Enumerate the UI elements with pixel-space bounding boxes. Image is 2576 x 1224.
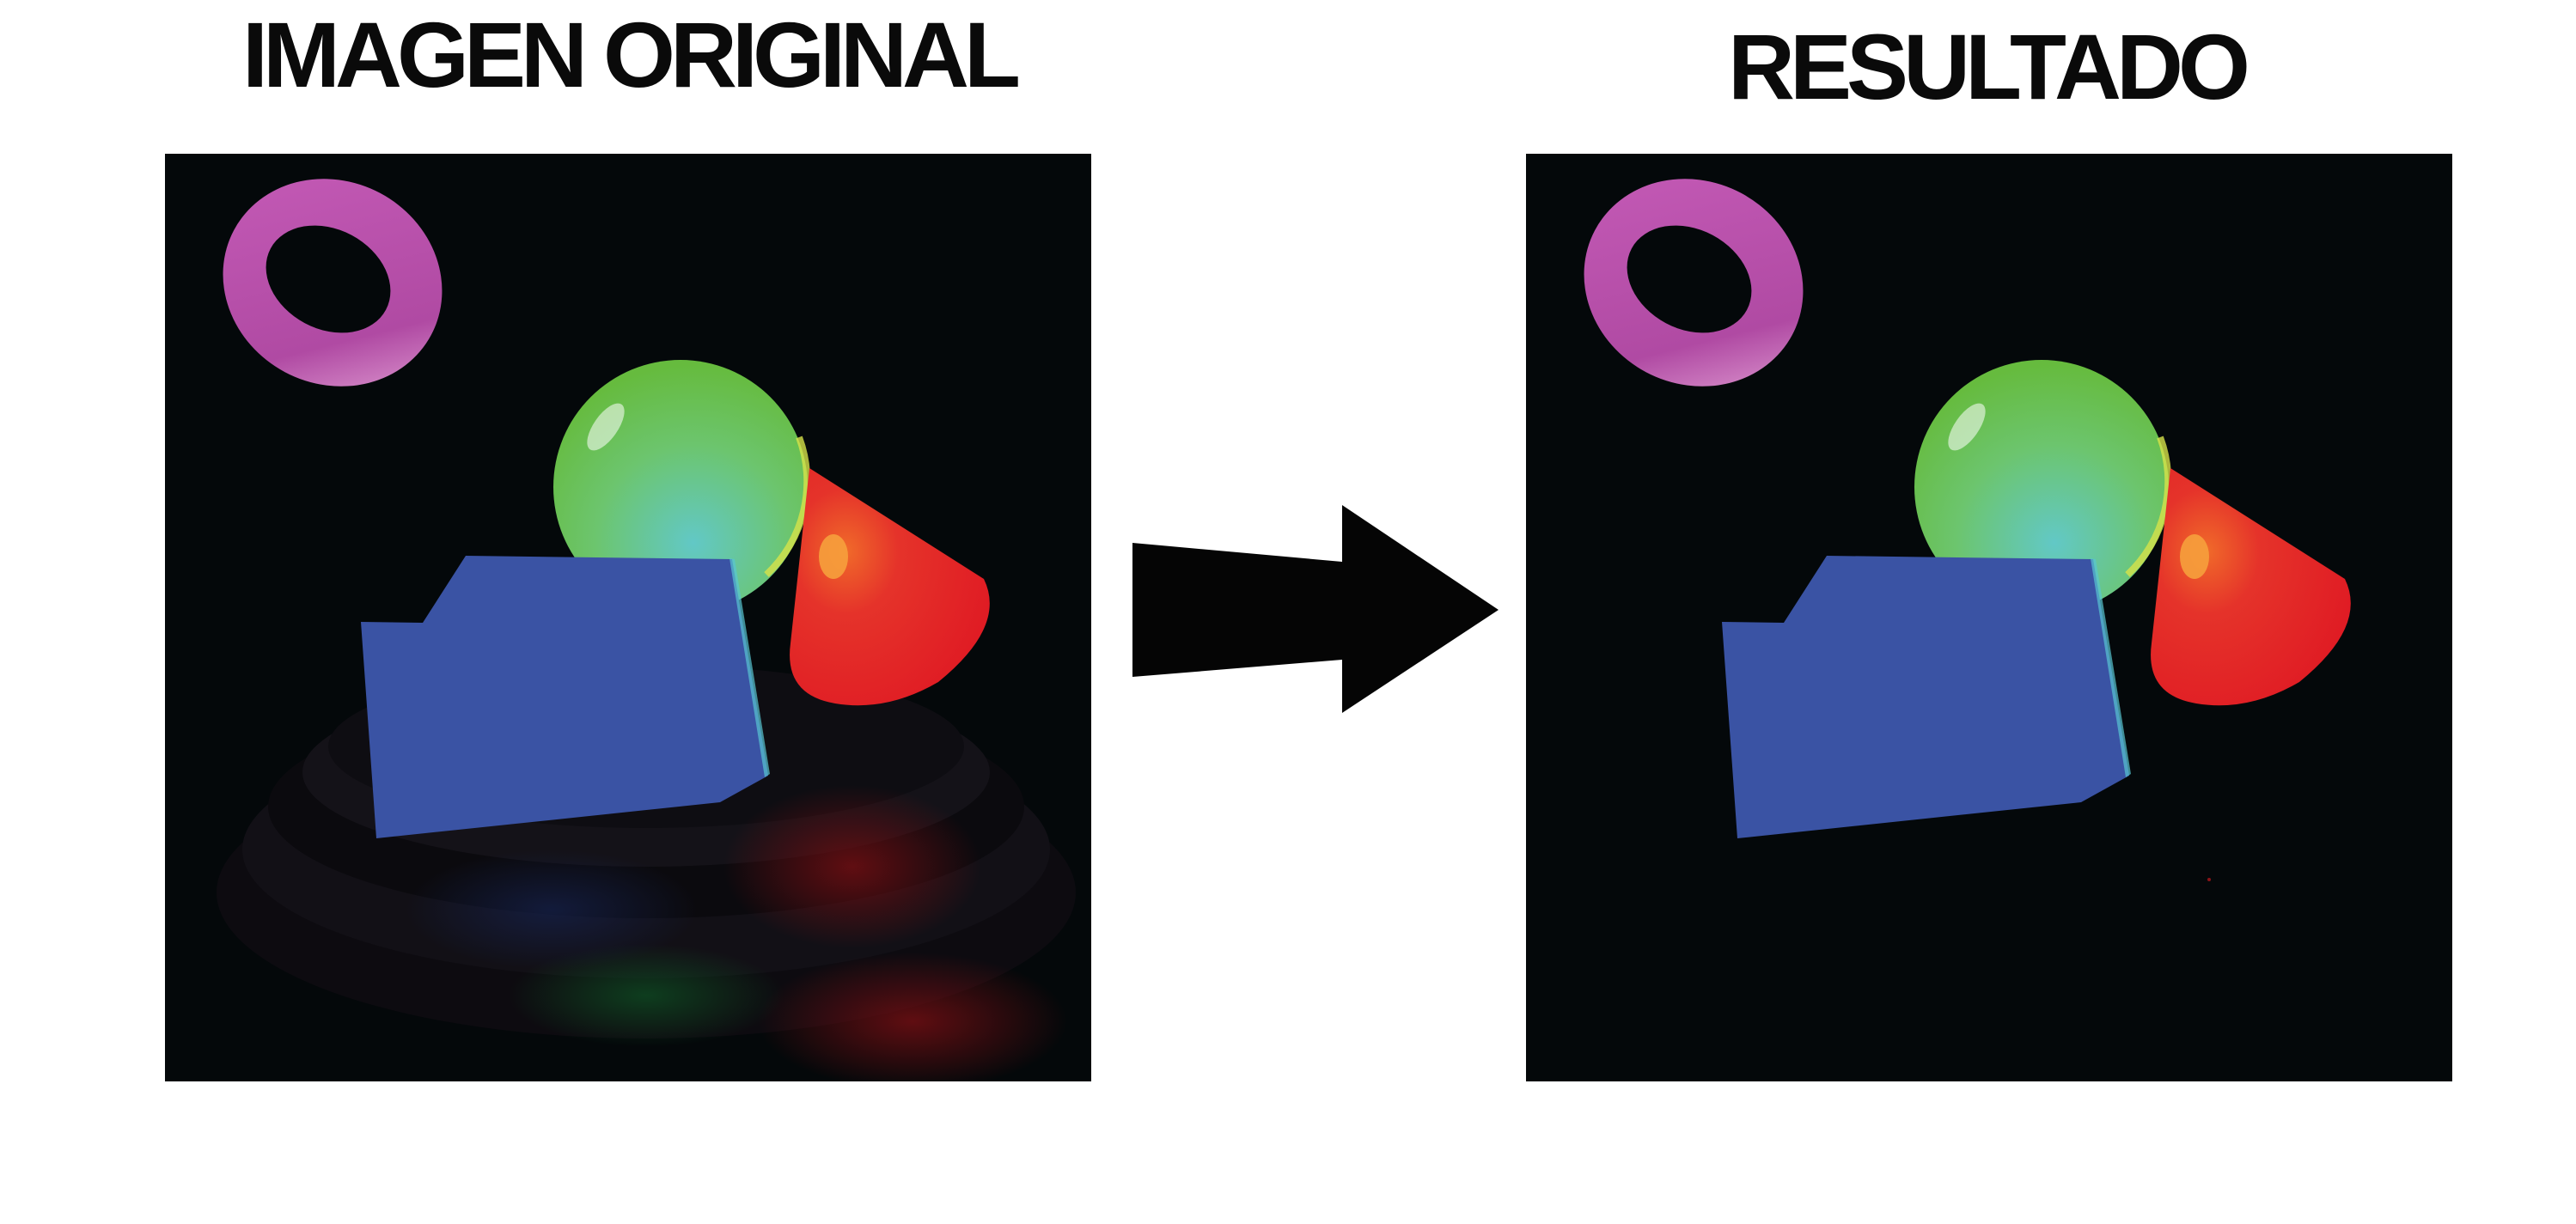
cube-shape (361, 556, 770, 838)
sphere-shape (553, 360, 811, 614)
original-image-panel (165, 154, 1091, 1081)
original-scene (217, 179, 1076, 1081)
noise-speck (2207, 878, 2211, 881)
cone-shape (790, 468, 990, 706)
result-scene (1584, 179, 2351, 881)
result-image-panel (1526, 154, 2452, 1081)
sphere-shape (1914, 360, 2172, 614)
title-result: RESULTADO (1728, 15, 2250, 119)
title-original-image: IMAGEN ORIGINAL (242, 3, 1021, 107)
torus-shape (1584, 179, 1804, 387)
torus-shape (223, 179, 443, 387)
cone-shape (2151, 468, 2351, 706)
transform-arrow-icon (1132, 505, 1499, 713)
cube-shape (1722, 556, 2131, 838)
